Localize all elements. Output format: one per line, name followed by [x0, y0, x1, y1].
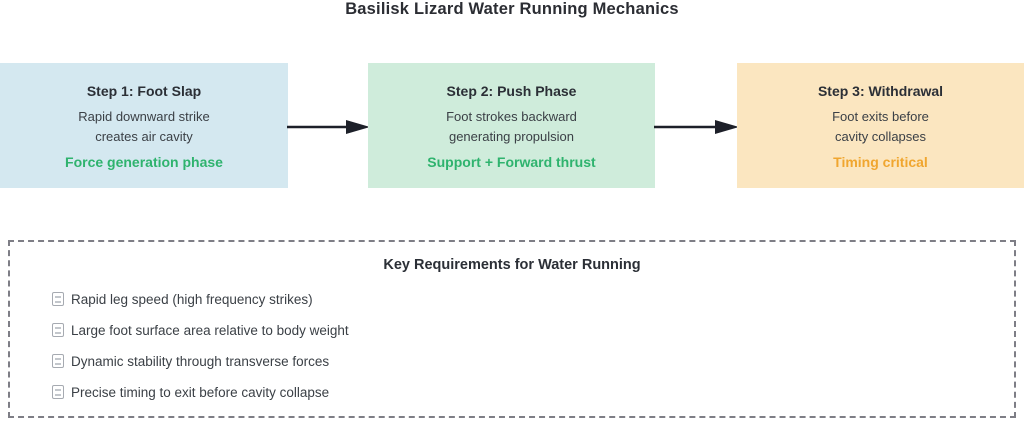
requirement-text: Large foot surface area relative to body…: [71, 323, 349, 338]
requirements-title: Key Requirements for Water Running: [383, 257, 641, 273]
requirements-panel: Key Requirements for Water Running Rapid…: [8, 240, 1016, 418]
flow-arrow-icon: [654, 120, 739, 134]
flow-arrow-icon: [287, 120, 370, 134]
requirement-text: Dynamic stability through transverse for…: [71, 354, 330, 369]
step-heading: Step 2: Push Phase: [446, 83, 577, 99]
step-description-line: Foot strokes backward: [446, 109, 577, 124]
step-description-line: Foot exits before: [832, 109, 929, 124]
list-item: Large foot surface area relative to body…: [52, 321, 1014, 341]
step-description-line: Rapid downward strike: [78, 109, 210, 124]
step-note: Force generation phase: [65, 154, 223, 170]
requirements-list: Rapid leg speed (high frequency strikes)…: [52, 290, 1014, 403]
list-item: Precise timing to exit before cavity col…: [52, 383, 1014, 403]
requirement-text: Precise timing to exit before cavity col…: [71, 385, 330, 400]
missing-glyph-icon: [52, 354, 64, 368]
list-item: Dynamic stability through transverse for…: [52, 352, 1014, 372]
step-box-push-phase: Step 2: Push Phase Foot strokes backward…: [368, 63, 655, 188]
step-box-foot-slap: Step 1: Foot Slap Rapid downward strike …: [0, 63, 288, 188]
step-note: Timing critical: [833, 154, 928, 170]
step-note: Support + Forward thrust: [427, 154, 596, 170]
requirement-text: Rapid leg speed (high frequency strikes): [71, 292, 313, 307]
step-heading: Step 1: Foot Slap: [86, 83, 202, 99]
step-description-line: creates air cavity: [95, 129, 193, 144]
list-item: Rapid leg speed (high frequency strikes): [52, 290, 1014, 310]
step-description-line: cavity collapses: [834, 129, 927, 144]
page-title: Basilisk Lizard Water Running Mechanics: [345, 0, 679, 18]
step-description-line: generating propulsion: [448, 129, 575, 144]
missing-glyph-icon: [52, 292, 64, 306]
missing-glyph-icon: [52, 385, 64, 399]
step-box-withdrawal: Step 3: Withdrawal Foot exits before cav…: [737, 63, 1024, 188]
missing-glyph-icon: [52, 323, 64, 337]
step-heading: Step 3: Withdrawal: [817, 83, 944, 99]
